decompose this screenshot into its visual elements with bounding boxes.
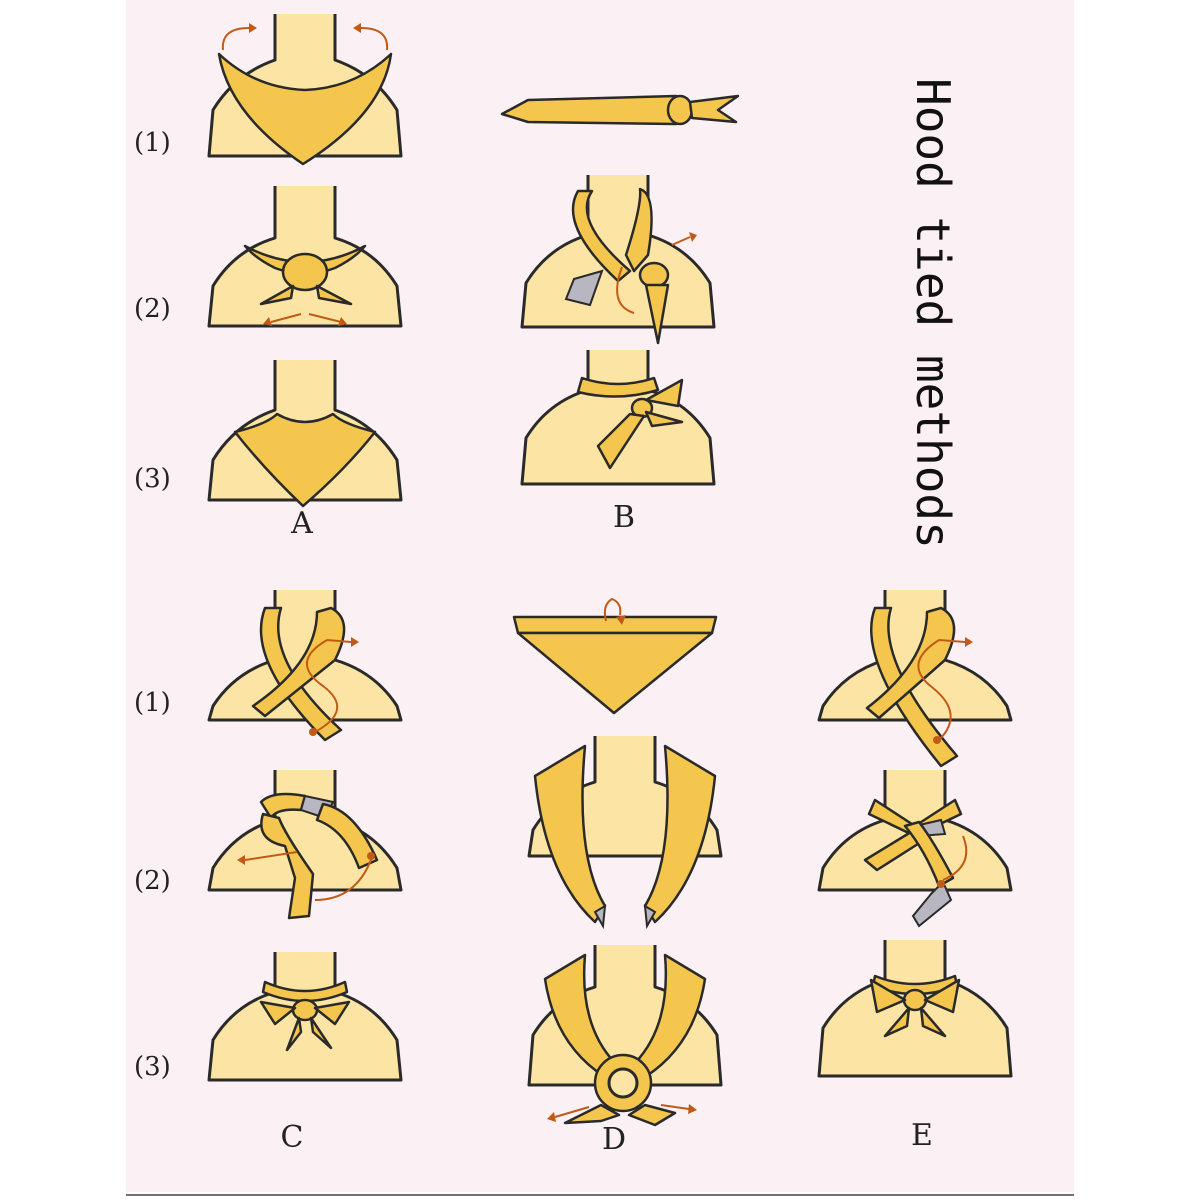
column-label-d: D xyxy=(601,1122,627,1157)
column-label-c: C xyxy=(280,1120,304,1155)
column-label-a: A xyxy=(291,506,313,541)
column-label-b: B xyxy=(612,500,636,535)
step-label-bottom-2: (2) xyxy=(134,866,171,896)
figure-b1-folded-band xyxy=(500,94,740,126)
figure-a2-square-knot xyxy=(207,186,403,328)
step-label-top-3: (3) xyxy=(134,464,171,494)
step-label-bottom-3: (3) xyxy=(134,1052,171,1082)
figure-d3-ring-knot xyxy=(527,945,723,1127)
bottom-rule xyxy=(126,1194,1074,1196)
figure-e3-finished-bow xyxy=(817,940,1013,1078)
figure-a3-finished-bib xyxy=(207,360,403,508)
step-label-top-2: (2) xyxy=(134,294,171,324)
figure-d1-triangle-fold xyxy=(512,597,718,715)
figure-a1-scarf-draped xyxy=(207,14,403,166)
figure-b2-side-knot xyxy=(520,175,716,345)
column-label-e: E xyxy=(911,1118,933,1153)
figure-e2-wrap-knot xyxy=(817,770,1013,928)
figure-c1-crossed-ends xyxy=(207,590,403,742)
step-label-bottom-1: (1) xyxy=(134,688,171,718)
figure-c2-loop-through xyxy=(207,770,403,920)
step-label-top-1: (1) xyxy=(134,128,171,158)
figure-c3-finished-front-bow xyxy=(207,952,403,1082)
figure-b3-finished-side-bow xyxy=(520,350,716,486)
figure-d2-collar-drape xyxy=(527,736,723,930)
diagram-title: Hood tied methods xyxy=(906,78,960,549)
figure-e1-crossed-ends xyxy=(817,590,1013,768)
